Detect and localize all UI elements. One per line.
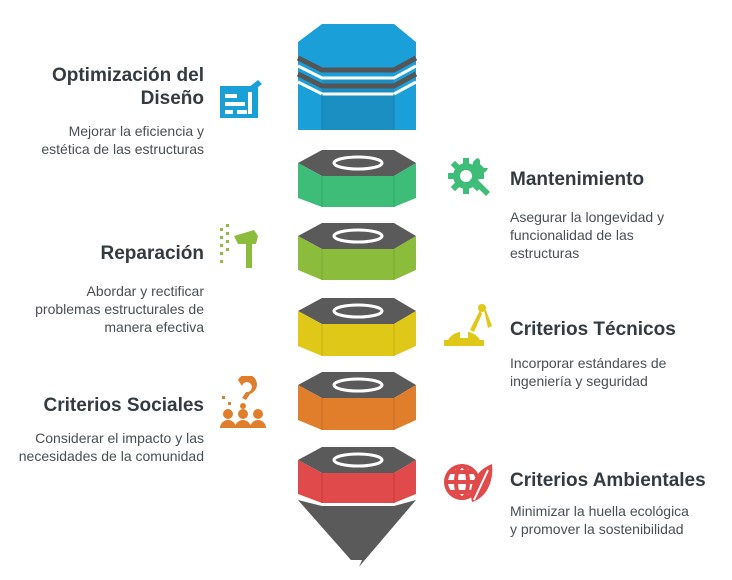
nut-sociales <box>298 372 416 430</box>
desc-optimizacion: Mejorar la eficiencia y estética de las … <box>41 123 204 157</box>
hammer-icon <box>220 224 258 268</box>
desc-mantenimiento: Asegurar la longevidad y funcionalidad d… <box>510 209 665 261</box>
nut-reparacion <box>298 223 416 280</box>
hardhat-compass-icon <box>444 304 492 346</box>
community-icon <box>220 376 266 428</box>
nut-ambientales <box>298 447 416 574</box>
desc-ambientales: Minimizar la huella ecológica y promover… <box>510 503 689 537</box>
item-optimizacion: Optimización del Diseño Mejorar la efici… <box>0 64 204 158</box>
title-tecnicos: Criterios Técnicos <box>510 319 676 340</box>
globe-leaf-icon <box>444 464 493 502</box>
item-mantenimiento: Mantenimiento Asegurar la longevidad y f… <box>510 168 720 262</box>
item-ambientales: Criterios Ambientales Minimizar la huell… <box>510 469 726 538</box>
desc-sociales: Considerar el impacto y las necesidades … <box>18 430 204 464</box>
title-reparacion: Reparación <box>100 243 204 264</box>
title-ambientales: Criterios Ambientales <box>510 470 706 491</box>
title-mantenimiento: Mantenimiento <box>510 169 645 190</box>
item-tecnicos: Criterios Técnicos Incorporar estándares… <box>510 318 720 390</box>
top-cylinder <box>296 24 418 130</box>
item-reparacion: Reparación Abordar y rectificar problema… <box>0 242 204 336</box>
title-optimizacion: Optimización del Diseño <box>51 65 204 109</box>
desc-tecnicos: Incorporar estándares de ingeniería y se… <box>510 355 667 389</box>
gear-wrench-icon <box>448 158 490 196</box>
nut-mantenimiento <box>298 150 416 207</box>
blueprint-icon <box>220 80 262 118</box>
title-sociales: Criterios Sociales <box>43 395 204 416</box>
nut-tecnicos <box>298 298 416 356</box>
item-sociales: Criterios Sociales Considerar el impacto… <box>0 394 204 465</box>
desc-reparacion: Abordar y rectificar problemas estructur… <box>35 283 204 335</box>
